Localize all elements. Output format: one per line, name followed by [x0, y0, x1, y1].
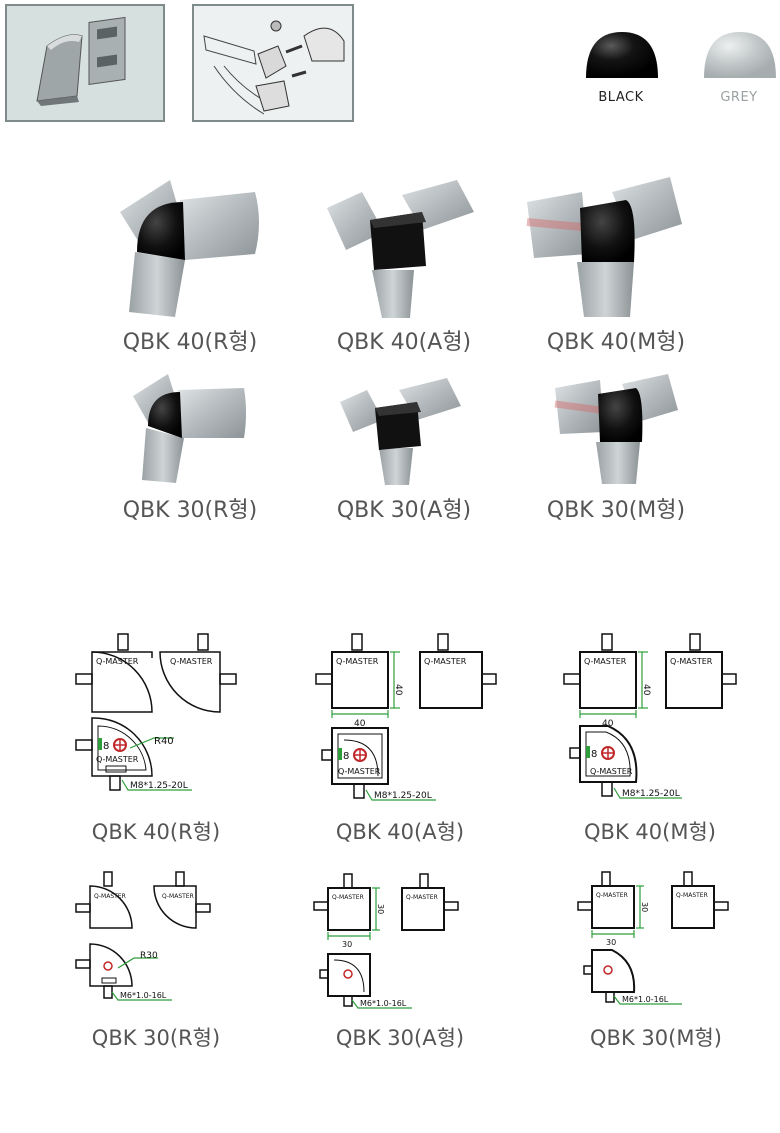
photo-qbk40-r: [120, 180, 259, 317]
drawing-qbk30-a: Q-MASTER Q-MASTER 30 30 M6*1.0-16L: [313, 873, 459, 1009]
brand-label: Q-MASTER: [94, 893, 126, 900]
photo-qbk30-r: [133, 374, 246, 483]
width-dim-label: 30: [342, 940, 352, 949]
photo-qbk40-a: [327, 180, 474, 318]
drawing-caption-qbk30-a: QBK 30(A형): [335, 1026, 465, 1050]
exploded-assembly-image: [203, 20, 345, 115]
photo-qbk40-m: [526, 177, 682, 317]
photo-caption-qbk40-a: QBK 40(A형): [336, 330, 472, 355]
assembly-thumbnail: [192, 4, 354, 122]
photo-caption-qbk30-a: QBK 30(A형): [336, 498, 472, 523]
bolt-label: M6*1.0-16L: [360, 999, 407, 1008]
brand-label: Q-MASTER: [596, 892, 628, 899]
slot-dim-label: 8: [103, 741, 109, 752]
brand-label: Q-MASTER: [338, 767, 381, 776]
drawing-caption-qbk40-m: QBK 40(M형): [584, 820, 716, 844]
photo-qbk30-a: [340, 378, 461, 485]
brand-label: Q-MASTER: [590, 767, 633, 776]
slot-dim-label: 8: [343, 751, 349, 762]
drawing-qbk40-m: Q-MASTER Q-MASTER Q-MASTER 40 40 8 M8*1.…: [563, 633, 737, 799]
drawing-caption-qbk30-m: QBK 30(M형): [590, 1026, 722, 1050]
width-dim-label: 40: [602, 719, 614, 729]
brand-label: Q-MASTER: [162, 893, 194, 900]
brand-label: Q-MASTER: [676, 892, 708, 899]
photo-caption-qbk40-m: QBK 40(M형): [546, 330, 686, 355]
drawing-qbk40-r: Q-MASTER Q-MASTER Q-MASTER 8 R40 M8*1.25…: [75, 633, 237, 791]
brand-label: Q-MASTER: [332, 894, 364, 901]
brand-label: Q-MASTER: [336, 657, 379, 666]
brand-label: Q-MASTER: [170, 657, 213, 666]
drawing-qbk30-m: Q-MASTER Q-MASTER 30 30 M6*1.0-16L: [577, 871, 729, 1005]
brand-label: Q-MASTER: [406, 894, 438, 901]
brand-label: Q-MASTER: [670, 657, 713, 666]
radius-label: R40: [154, 736, 174, 747]
grey-cap-swatch: [704, 32, 776, 78]
photo-caption-qbk40-r: QBK 40(R형): [122, 330, 258, 355]
brand-label: Q-MASTER: [96, 755, 139, 764]
photo-caption-qbk30-r: QBK 30(R형): [122, 498, 258, 523]
slot-dim-label: 8: [591, 749, 597, 760]
drawing-qbk40-a: Q-MASTER Q-MASTER Q-MASTER 40 40 8 M8*1.…: [315, 633, 497, 801]
drawing-qbk30-r: Q-MASTER Q-MASTER R30 M6*1.0-16L: [75, 871, 211, 1001]
width-dim-label: 40: [354, 719, 366, 729]
drawing-caption-qbk40-r: QBK 40(R형): [91, 820, 221, 844]
drawing-caption-qbk30-r: QBK 30(R형): [91, 1026, 221, 1050]
swatch-label-grey: GREY: [720, 90, 758, 105]
height-dim-label: 40: [393, 684, 403, 696]
black-cap-swatch: [586, 32, 658, 78]
radius-label: R30: [140, 951, 158, 961]
photo-caption-qbk30-m: QBK 30(M형): [546, 498, 686, 523]
profile-thumbnail: [5, 4, 165, 122]
bolt-label: M8*1.25-20L: [374, 791, 432, 801]
swatch-label-black: BLACK: [598, 90, 644, 105]
height-dim-label: 30: [376, 904, 385, 914]
brand-label: Q-MASTER: [424, 657, 467, 666]
width-dim-label: 30: [606, 938, 616, 947]
aluminum-profile-image: [36, 16, 126, 106]
bolt-label: M8*1.25-20L: [622, 789, 680, 799]
brand-label: Q-MASTER: [96, 657, 139, 666]
bolt-label: M6*1.0-16L: [120, 991, 167, 1000]
bolt-label: M6*1.0-16L: [622, 995, 669, 1004]
bolt-label: M8*1.25-20L: [130, 781, 188, 791]
height-dim-label: 40: [641, 684, 651, 696]
drawing-caption-qbk40-a: QBK 40(A형): [335, 820, 465, 844]
photo-qbk30-m: [554, 374, 678, 484]
height-dim-label: 30: [640, 902, 649, 912]
brand-label: Q-MASTER: [584, 657, 627, 666]
